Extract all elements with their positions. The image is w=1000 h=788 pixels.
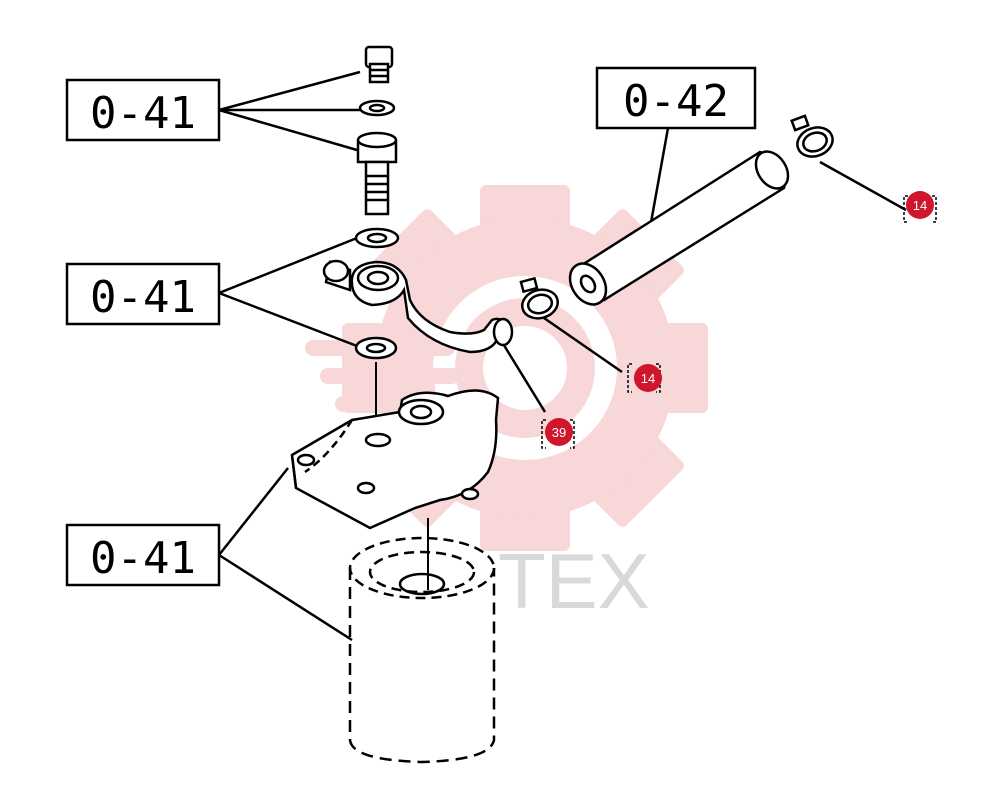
svg-text:14: 14 <box>641 371 655 386</box>
part-badge[interactable]: 14 <box>627 363 662 393</box>
svg-text:14: 14 <box>913 198 927 213</box>
filter-head[interactable] <box>290 389 500 530</box>
svg-text:0-41: 0-41 <box>90 533 196 584</box>
svg-text:0-41: 0-41 <box>90 272 196 323</box>
reference-box[interactable]: 0-41 <box>65 262 221 326</box>
part-badge[interactable]: 39 <box>541 418 575 449</box>
hose-clamp[interactable] <box>519 276 561 322</box>
hose-clamp[interactable] <box>790 114 837 161</box>
hose[interactable] <box>563 146 795 312</box>
svg-text:0-41: 0-41 <box>90 88 196 139</box>
leader-lines <box>218 70 907 642</box>
svg-text:0-42: 0-42 <box>623 76 729 127</box>
reference-box[interactable]: 0-41 <box>65 523 221 587</box>
reference-box[interactable]: 0-41 <box>65 78 221 142</box>
sealing-washer[interactable] <box>358 99 396 117</box>
sealing-washer[interactable] <box>354 336 398 360</box>
oil-filter-cartridge[interactable] <box>348 536 496 764</box>
part-badge[interactable]: 14 <box>903 191 937 223</box>
oil-pipe[interactable] <box>322 259 514 354</box>
svg-text:39: 39 <box>552 425 566 440</box>
reference-box[interactable]: 0-42 <box>595 66 757 130</box>
banjo-bolt[interactable] <box>364 45 394 84</box>
watermark-text: TEX <box>498 537 650 625</box>
union-fitting[interactable] <box>356 131 398 216</box>
sealing-washer[interactable] <box>354 227 400 249</box>
